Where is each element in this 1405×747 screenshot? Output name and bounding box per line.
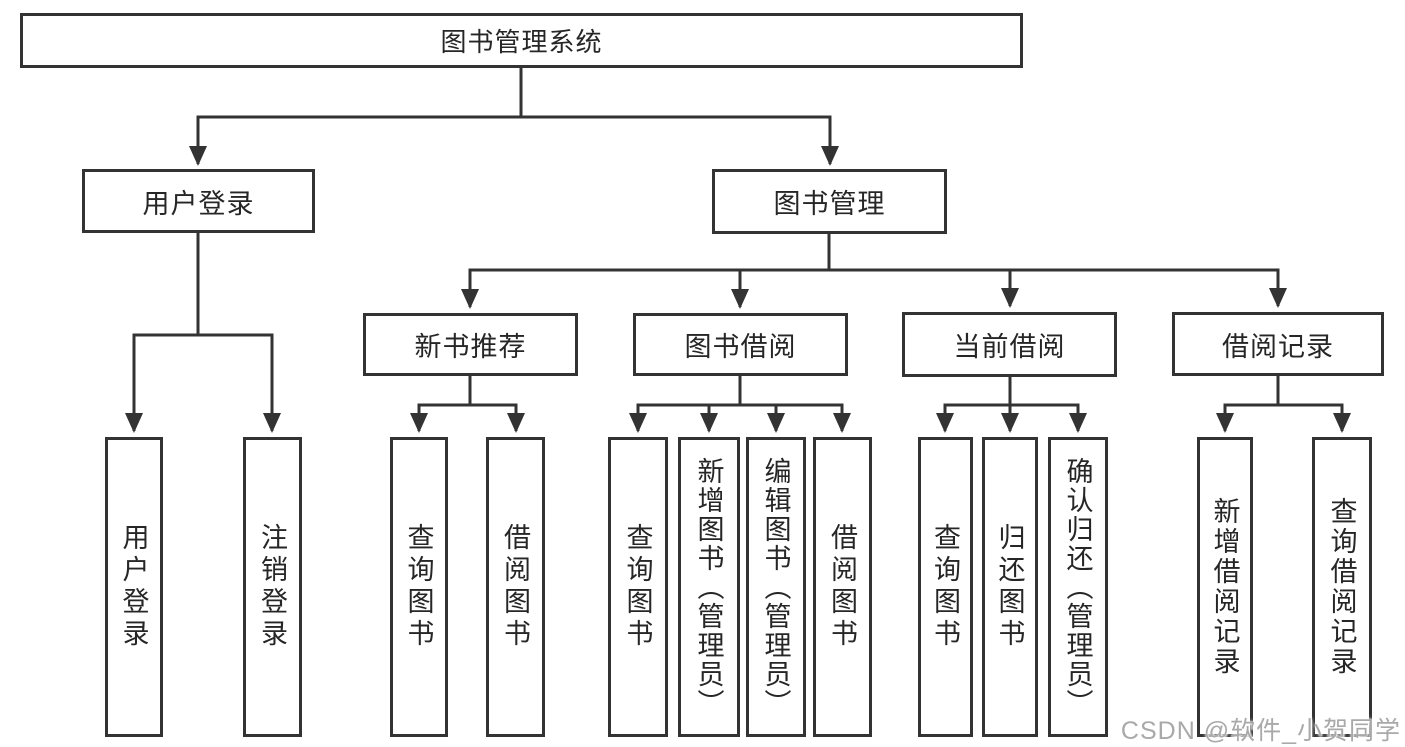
leaf-query-borrow-record: 查询借阅记录 xyxy=(1312,437,1372,737)
node-library-management-system: 图书管理系统 xyxy=(20,13,1023,68)
leaf-edit-books-admin: 编辑图书（管理员） xyxy=(746,437,806,737)
leaf-user-login: 用户登录 xyxy=(105,437,163,737)
node-book-borrowing: 图书借阅 xyxy=(633,313,848,376)
node-new-book-recommendation: 新书推荐 xyxy=(363,313,578,376)
leaf-return-books: 归还图书 xyxy=(982,437,1038,737)
leaf-confirm-return-admin: 确认归还（管理员） xyxy=(1048,437,1108,737)
node-user-login: 用户登录 xyxy=(82,169,315,233)
leaf-query-books-borrowing: 查询图书 xyxy=(608,437,668,737)
leaf-add-borrow-record: 新增借阅记录 xyxy=(1197,437,1253,737)
leaf-query-books-current: 查询图书 xyxy=(918,437,973,737)
node-book-management: 图书管理 xyxy=(712,169,947,234)
leaf-logout-login: 注销登录 xyxy=(243,437,302,737)
leaf-query-books-recommend: 查询图书 xyxy=(390,437,448,737)
node-borrowing-records: 借阅记录 xyxy=(1172,312,1384,376)
leaf-add-books-admin: 新增图书（管理员） xyxy=(678,437,740,737)
leaf-borrow-books-borrowing: 借阅图书 xyxy=(813,437,872,737)
csdn-watermark: CSDN @软件_小贺同学 xyxy=(1120,717,1401,745)
leaf-borrow-books-recommend: 借阅图书 xyxy=(486,437,545,737)
node-current-borrowing: 当前借阅 xyxy=(902,312,1117,377)
